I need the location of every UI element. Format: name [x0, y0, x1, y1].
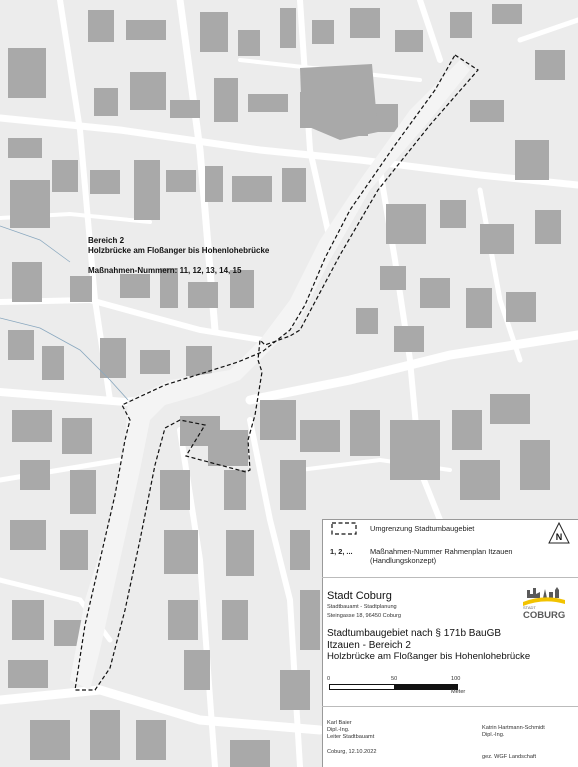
- office-city: Stadt Coburg: [327, 590, 392, 602]
- area-label-line3: Maßnahmen-Nummern: 11, 12, 13, 14, 15: [88, 266, 242, 275]
- scale-unit: Meter: [451, 689, 466, 695]
- scale-segment-white: [329, 684, 395, 690]
- divider-signatures: [322, 706, 578, 707]
- large-building-block: [300, 64, 378, 140]
- signature-left: Karl Baier Dipl.-Ing. Leiter Stadtbauamt…: [327, 720, 376, 756]
- scale-bar: 0 50 100 Meter: [327, 676, 467, 696]
- plan-title-line3: Holzbrücke am Floßanger bis Hohenlohebrü…: [327, 651, 531, 662]
- legend-numbers-label-2: (Handlungskonzept): [370, 556, 437, 565]
- signature-right: Katrin Hartmann-Schmidt Dipl.-Ing. gez. …: [482, 725, 545, 761]
- waterway-2: [0, 225, 71, 263]
- area-label-line1: Bereich 2: [88, 236, 125, 245]
- sig-right-name: Katrin Hartmann-Schmidt: [482, 725, 545, 731]
- plan-title: Stadtumbaugebiet nach § 171b BauGB Itzau…: [327, 628, 530, 663]
- divider-legend: [322, 577, 578, 578]
- boundary-line: [74, 54, 479, 691]
- sig-left-name: Karl Baier: [327, 720, 352, 726]
- scale-segment-black: [394, 684, 458, 690]
- sig-left-title: Dipl.-Ing.: [327, 727, 350, 733]
- scale-tick-50: 50: [391, 676, 398, 682]
- title-block-panel: [322, 519, 578, 767]
- north-arrow-icon: N: [548, 522, 570, 544]
- coburg-logo: STADT COBURG: [519, 586, 569, 621]
- plan-title-line1: Stadtumbaugebiet nach § 171b BauGB: [327, 628, 502, 639]
- legend-boundary-symbol: [331, 522, 357, 535]
- scale-tick-100: 100: [451, 676, 461, 682]
- plan-title-line2: Itzauen - Bereich 2: [327, 639, 411, 651]
- area-label: Bereich 2 Holzbrücke am Floßanger bis Ho…: [88, 236, 269, 276]
- area-label-line2: Holzbrücke am Floßanger bis Hohenlohebrü…: [88, 246, 270, 255]
- sig-left-role: Leiter Stadtbauamt: [327, 734, 375, 740]
- legend-boundary-label: Umgrenzung Stadtumbaugebiet: [370, 524, 475, 533]
- logo-text: COBURG: [523, 610, 565, 620]
- north-letter: N: [556, 532, 563, 542]
- sig-right-signed: gez. WGF Landschaft: [482, 754, 537, 760]
- legend-numbers-symbol: 1, 2, ...: [330, 547, 353, 556]
- logo-small-text: STADT: [523, 605, 536, 610]
- coburg-logo-icon: STADT COBURG: [523, 587, 565, 621]
- sig-left-date: Coburg, 12.10.2022: [327, 749, 377, 755]
- buildings: [8, 4, 565, 767]
- office-address: Steingasse 18, 96450 Coburg: [327, 613, 402, 619]
- waterway: [0, 317, 129, 401]
- legend-numbers-label-1: Maßnahmen-Nummer Rahmenplan Itzauen: [370, 547, 513, 556]
- office-dept: Stadtbauamt - Stadtplanung: [327, 604, 397, 610]
- sig-right-title: Dipl.-Ing.: [482, 732, 505, 738]
- scale-tick-0: 0: [327, 676, 331, 682]
